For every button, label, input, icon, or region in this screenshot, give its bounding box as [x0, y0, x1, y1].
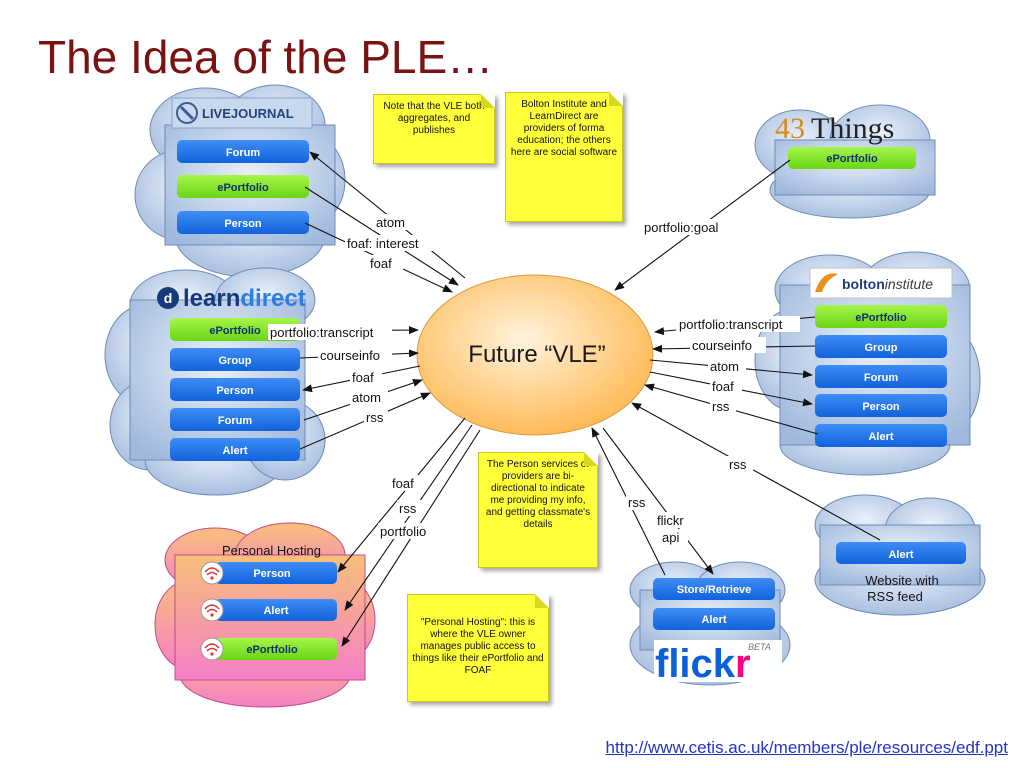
page-title: The Idea of the PLE… [38, 31, 494, 83]
svg-text:learndirect: learndirect [183, 285, 306, 312]
edge-label: rss [729, 457, 747, 472]
ld-eportfolio-service[interactable]: ePortfolio [170, 318, 300, 341]
bi-eportfolio-service[interactable]: ePortfolio [815, 305, 947, 328]
note-providers: Bolton Institute and LearnDirect are pro… [505, 92, 623, 222]
svg-text:Alert: Alert [263, 605, 288, 617]
svg-text:d: d [164, 290, 173, 306]
edge-labels: atom foaf: interest foaf portfolio:trans… [268, 214, 800, 545]
livejournal-logo: LIVEJOURNAL [171, 97, 313, 129]
ld-forum-service[interactable]: Forum [170, 408, 300, 431]
wifi-icon [200, 561, 224, 585]
livejournal-logo-text: LIVEJOURNAL [202, 106, 294, 121]
bolton-logo: boltoninstitute [809, 267, 953, 299]
svg-text:boltoninstitute: boltoninstitute [842, 276, 933, 292]
edge-label: atom [376, 215, 405, 230]
lj-person-service[interactable]: Person [177, 211, 309, 234]
edge-label: portfolio:transcript [270, 325, 374, 340]
svg-text:BETA: BETA [748, 642, 771, 652]
svg-text:ePortfolio: ePortfolio [855, 312, 907, 324]
svg-text:Forum: Forum [218, 415, 252, 427]
ph-person-service[interactable]: Person [215, 562, 337, 584]
edge-label: courseinfo [692, 338, 752, 353]
bi-person-service[interactable]: Person [815, 394, 947, 417]
wifi-icon [200, 598, 224, 622]
svg-text:Alert: Alert [222, 445, 247, 457]
edge-label: portfolio:goal [644, 220, 719, 235]
svg-text:flickr: flickr [655, 642, 751, 686]
edge-label: foaf: interest [347, 236, 419, 251]
edge-label: atom [710, 359, 739, 374]
rss-site-caption-2: RSS feed [867, 589, 923, 604]
svg-text:Forum: Forum [226, 147, 260, 159]
source-link[interactable]: http://www.cetis.ac.uk/members/ple/resou… [605, 738, 1008, 757]
svg-text:Person: Person [253, 568, 291, 580]
note-person-services: The Person services of providers are bi-… [478, 452, 598, 568]
edge-label: portfolio:transcript [679, 317, 783, 332]
lj-forum-service[interactable]: Forum [177, 140, 309, 163]
t43-eportfolio-service[interactable]: ePortfolio [788, 147, 916, 169]
bi-forum-service[interactable]: Forum [815, 365, 947, 388]
ld-alert-service[interactable]: Alert [170, 438, 300, 461]
edge-label: foaf [712, 379, 734, 394]
rss-alert-service[interactable]: Alert [836, 542, 966, 564]
wifi-icon [200, 637, 224, 661]
edge-label: rss [712, 399, 730, 414]
svg-text:Alert: Alert [701, 614, 726, 626]
note-aggregates-publishes: Note that the VLE both aggregates, and p… [373, 94, 495, 164]
ph-eportfolio-service[interactable]: ePortfolio [215, 638, 337, 660]
edge-label: api [662, 530, 679, 545]
edge-label: courseinfo [320, 348, 380, 363]
ld-group-service[interactable]: Group [170, 348, 300, 371]
svg-text:Group: Group [865, 342, 898, 354]
edge-label: portfolio [380, 524, 426, 539]
svg-text:Forum: Forum [864, 372, 898, 384]
flickr-logo: flickr BETA [654, 640, 782, 686]
svg-text:Person: Person [224, 218, 262, 230]
ld-person-service[interactable]: Person [170, 378, 300, 401]
note-personal-hosting: "Personal Hosting": this is where the VL… [407, 594, 549, 702]
bi-alert-service[interactable]: Alert [815, 424, 947, 447]
svg-text:Person: Person [862, 401, 900, 413]
future-vle-label: Future “VLE” [468, 341, 605, 368]
svg-text:ePortfolio: ePortfolio [826, 153, 878, 165]
svg-text:Alert: Alert [868, 431, 893, 443]
lj-eportfolio-service[interactable]: ePortfolio [177, 175, 309, 198]
svg-text:ePortfolio: ePortfolio [246, 644, 298, 656]
bi-group-service[interactable]: Group [815, 335, 947, 358]
svg-text:ePortfolio: ePortfolio [217, 182, 269, 194]
svg-text:Person: Person [216, 385, 254, 397]
fl-store-retrieve-service[interactable]: Store/Retrieve [653, 578, 775, 600]
edge-label: flickr [657, 513, 684, 528]
edge-label: rss [628, 495, 646, 510]
svg-text:Store/Retrieve: Store/Retrieve [677, 584, 752, 596]
svg-text:ePortfolio: ePortfolio [209, 325, 261, 337]
edge-label: rss [399, 501, 417, 516]
learndirect-logo: d learndirect [157, 285, 306, 312]
edge-label: foaf [352, 370, 374, 385]
edge-label: rss [366, 410, 384, 425]
edge-label: foaf [370, 256, 392, 271]
svg-text:Alert: Alert [888, 549, 913, 561]
edge-label: foaf [392, 476, 414, 491]
rss-site-caption-1: Website with [865, 573, 938, 588]
personal-hosting-title: Personal Hosting [222, 543, 321, 558]
svg-text:Group: Group [219, 355, 252, 367]
ph-alert-service[interactable]: Alert [215, 599, 337, 621]
edge-label: atom [352, 390, 381, 405]
fl-alert-service[interactable]: Alert [653, 608, 775, 630]
